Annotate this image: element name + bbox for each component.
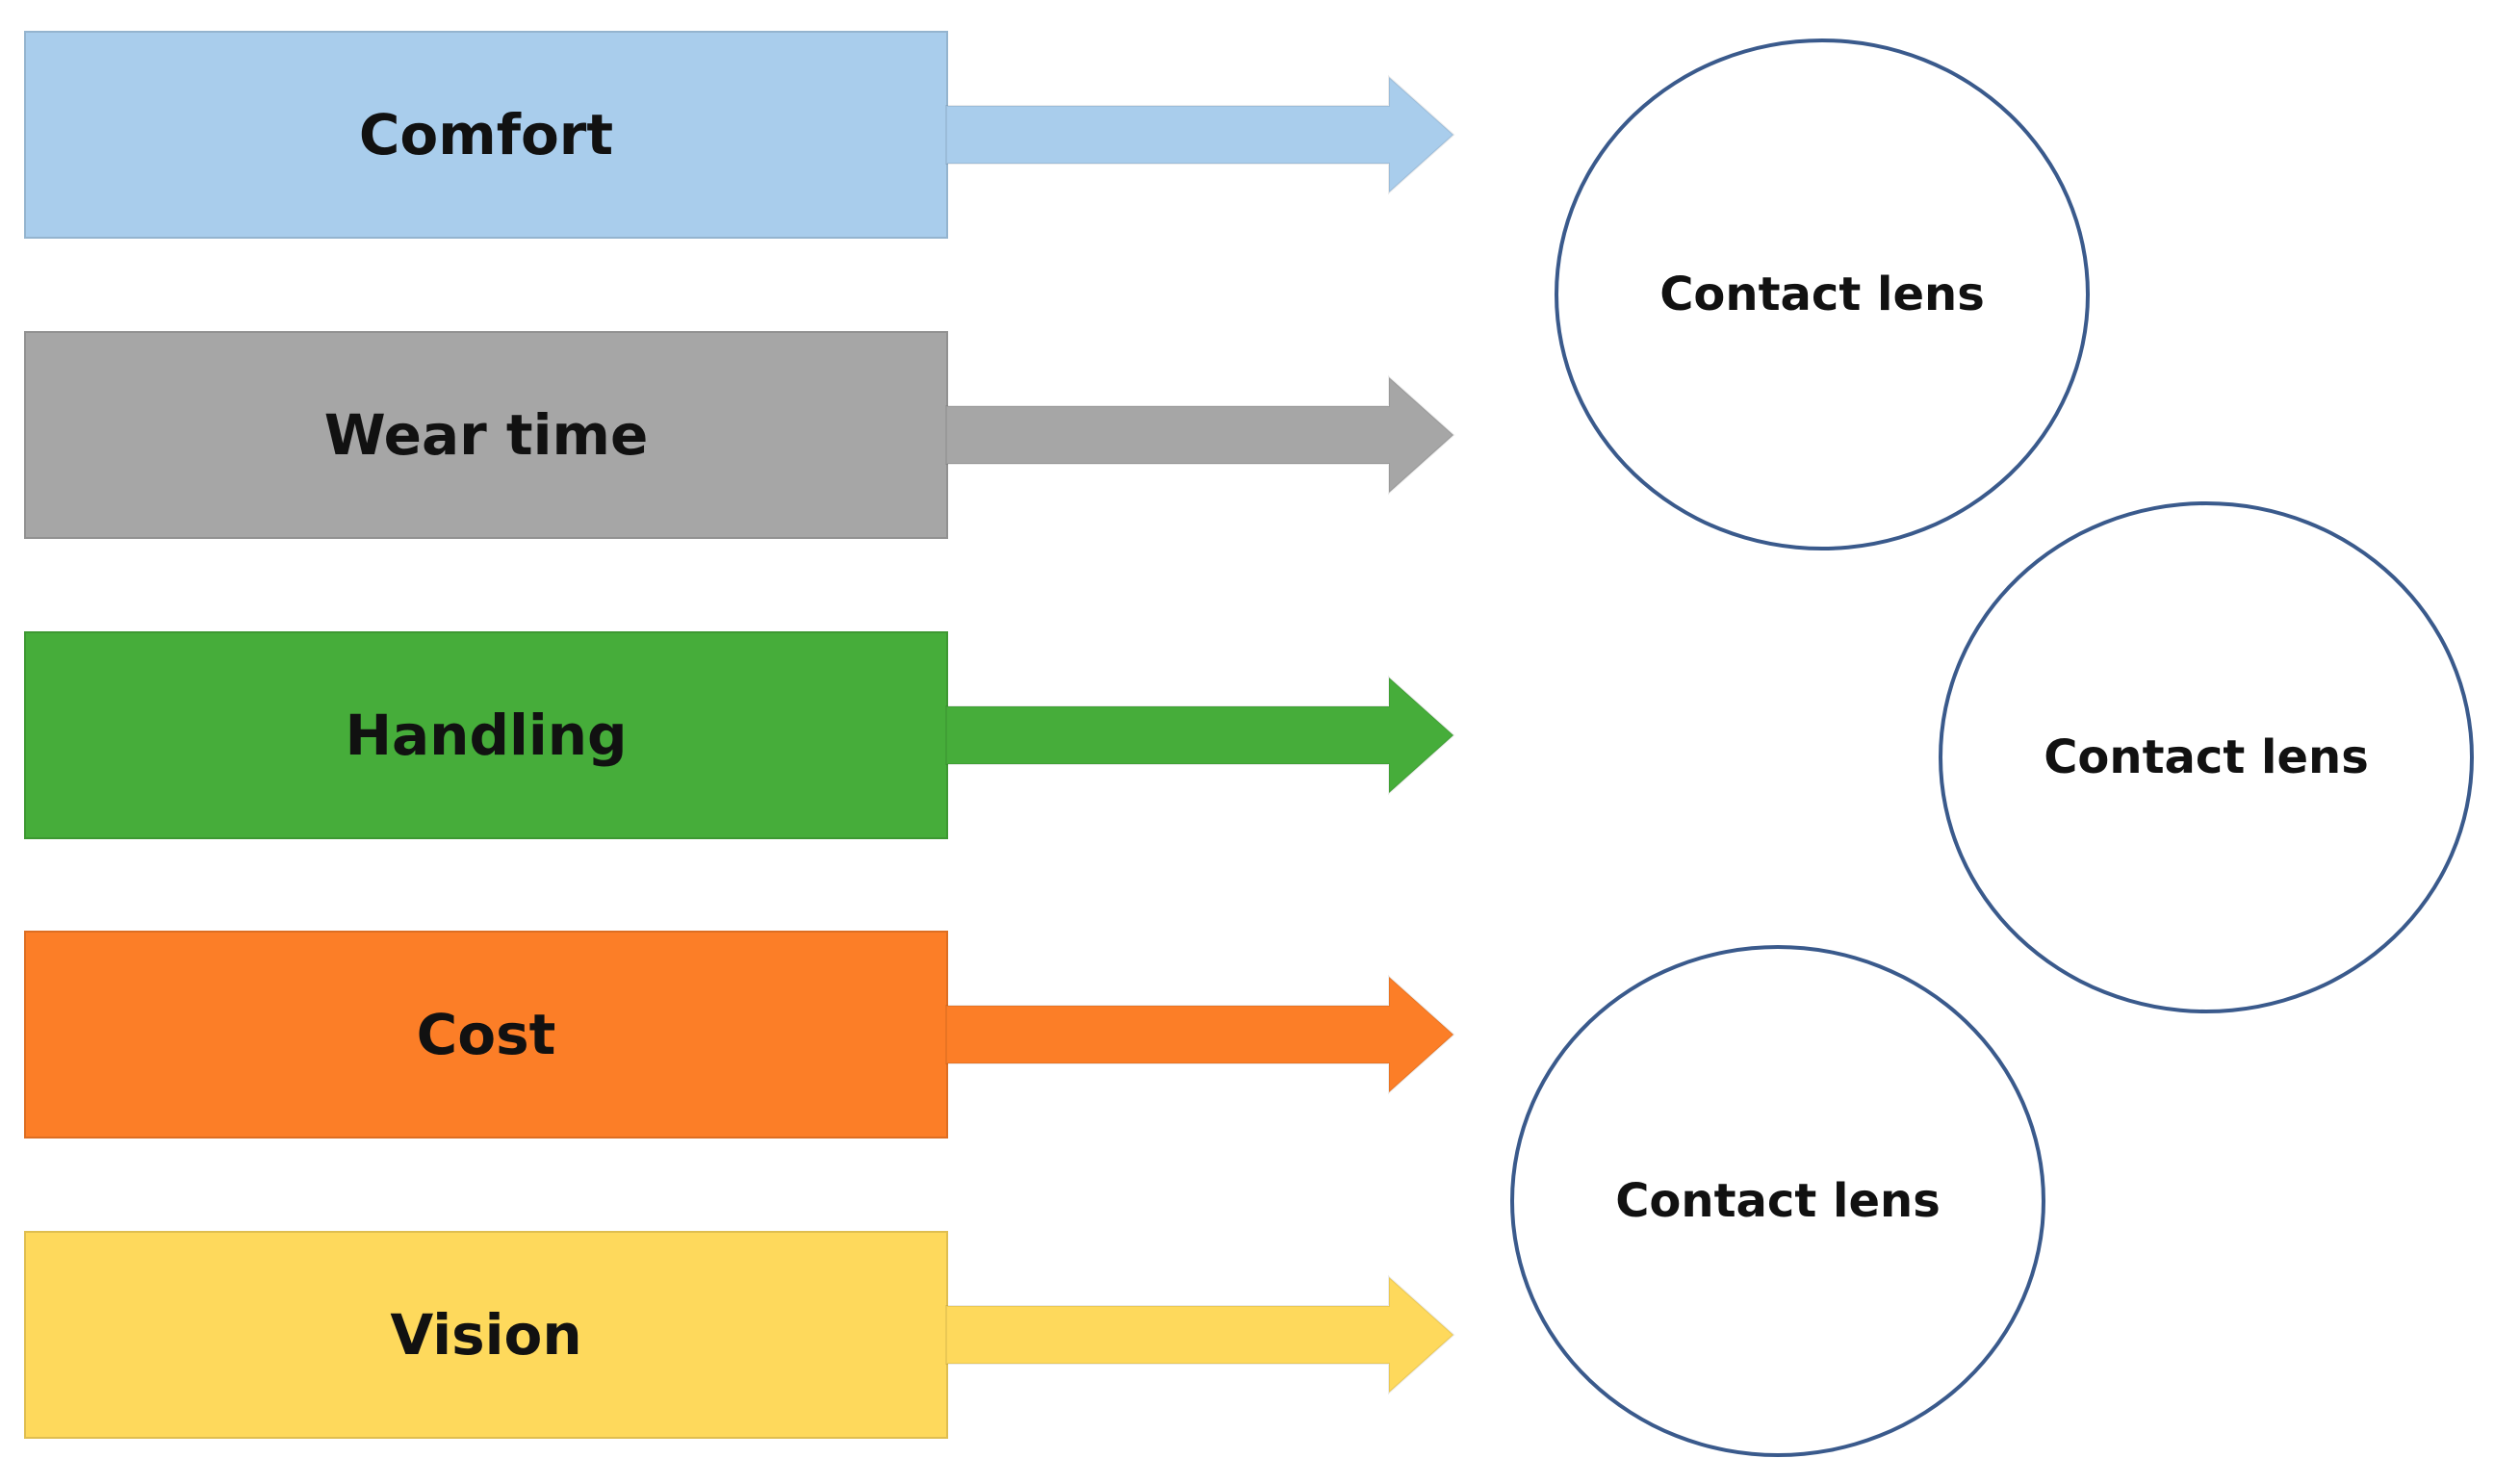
contact-lens-label-3: Contact lens	[1615, 1174, 1941, 1228]
factor-box-handling: Handling	[24, 631, 948, 839]
factor-box-wear-time: Wear time	[24, 331, 948, 539]
contact-lens-circle-2: Contact lens	[1939, 501, 2474, 1013]
factor-label-cost: Cost	[416, 1002, 556, 1067]
arrow-right-icon	[945, 74, 1455, 195]
factor-label-comfort: Comfort	[358, 102, 614, 167]
factor-label-handling: Handling	[345, 703, 628, 768]
factor-box-comfort: Comfort	[24, 31, 948, 239]
arrow-right-icon	[945, 1274, 1455, 1395]
arrow-right-icon	[945, 374, 1455, 496]
factor-label-vision: Vision	[390, 1302, 582, 1368]
contact-lens-circle-3: Contact lens	[1510, 945, 2045, 1457]
arrow-right-icon	[945, 675, 1455, 796]
factor-vision: Vision	[24, 1231, 1455, 1439]
factor-label-wear-time: Wear time	[323, 402, 649, 468]
contact-lens-circle-1: Contact lens	[1555, 38, 2090, 550]
factor-wear-time: Wear time	[24, 331, 1455, 539]
factor-handling: Handling	[24, 631, 1455, 839]
factor-box-vision: Vision	[24, 1231, 948, 1439]
factor-cost: Cost	[24, 931, 1455, 1139]
contact-lens-label-1: Contact lens	[1659, 268, 1985, 321]
factor-comfort: Comfort	[24, 31, 1455, 239]
arrow-right-icon	[945, 974, 1455, 1095]
factor-box-cost: Cost	[24, 931, 948, 1139]
contact-lens-label-2: Contact lens	[2044, 730, 2369, 784]
